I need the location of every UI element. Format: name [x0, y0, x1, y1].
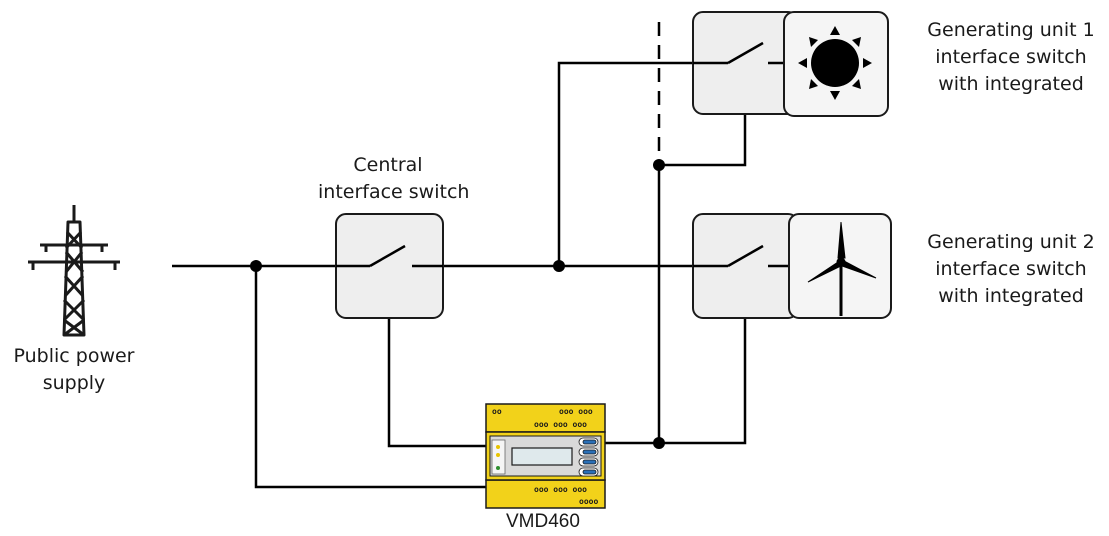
unit2-switch-box	[692, 213, 799, 319]
public-supply-label: Public power supply	[13, 345, 135, 394]
unit1-switch-box	[692, 11, 799, 115]
terminal-row: ooo ooo	[559, 407, 593, 416]
wiring	[172, 61, 747, 489]
power-pylon-icon	[28, 205, 120, 337]
unit2-label: Generating unit 2 interface switch with …	[927, 231, 1095, 307]
unit1-label: Generating unit 1 interface switch with …	[927, 19, 1095, 95]
unit2-source-box	[788, 213, 892, 319]
switch-symbol-icon	[336, 244, 443, 268]
unit1-source-box	[783, 11, 889, 117]
terminal-row: ooo ooo ooo	[534, 485, 587, 494]
central-switch-box	[335, 213, 444, 319]
central-switch-label: Central interface switch	[318, 154, 470, 203]
led-indicator	[496, 466, 500, 470]
led-indicator	[496, 453, 500, 457]
junction-dots	[250, 159, 665, 449]
device-buttons	[578, 437, 599, 477]
terminal-row: oooo	[579, 497, 598, 506]
terminal-row: oo	[492, 407, 502, 416]
junction-dot	[250, 260, 262, 272]
junction-dot	[553, 260, 565, 272]
sun-icon	[798, 26, 872, 100]
junction-dot	[653, 437, 665, 449]
junction-dot	[653, 159, 665, 171]
terminal-row: ooo ooo ooo	[534, 420, 587, 429]
wind-turbine-icon	[807, 221, 877, 316]
vmd460-device: oo ooo ooo ooo ooo ooo ooo ooo ooo oooo	[485, 403, 606, 509]
lcd-display	[511, 447, 573, 466]
device-label: VMD460	[506, 511, 580, 532]
led-indicator	[496, 445, 500, 449]
